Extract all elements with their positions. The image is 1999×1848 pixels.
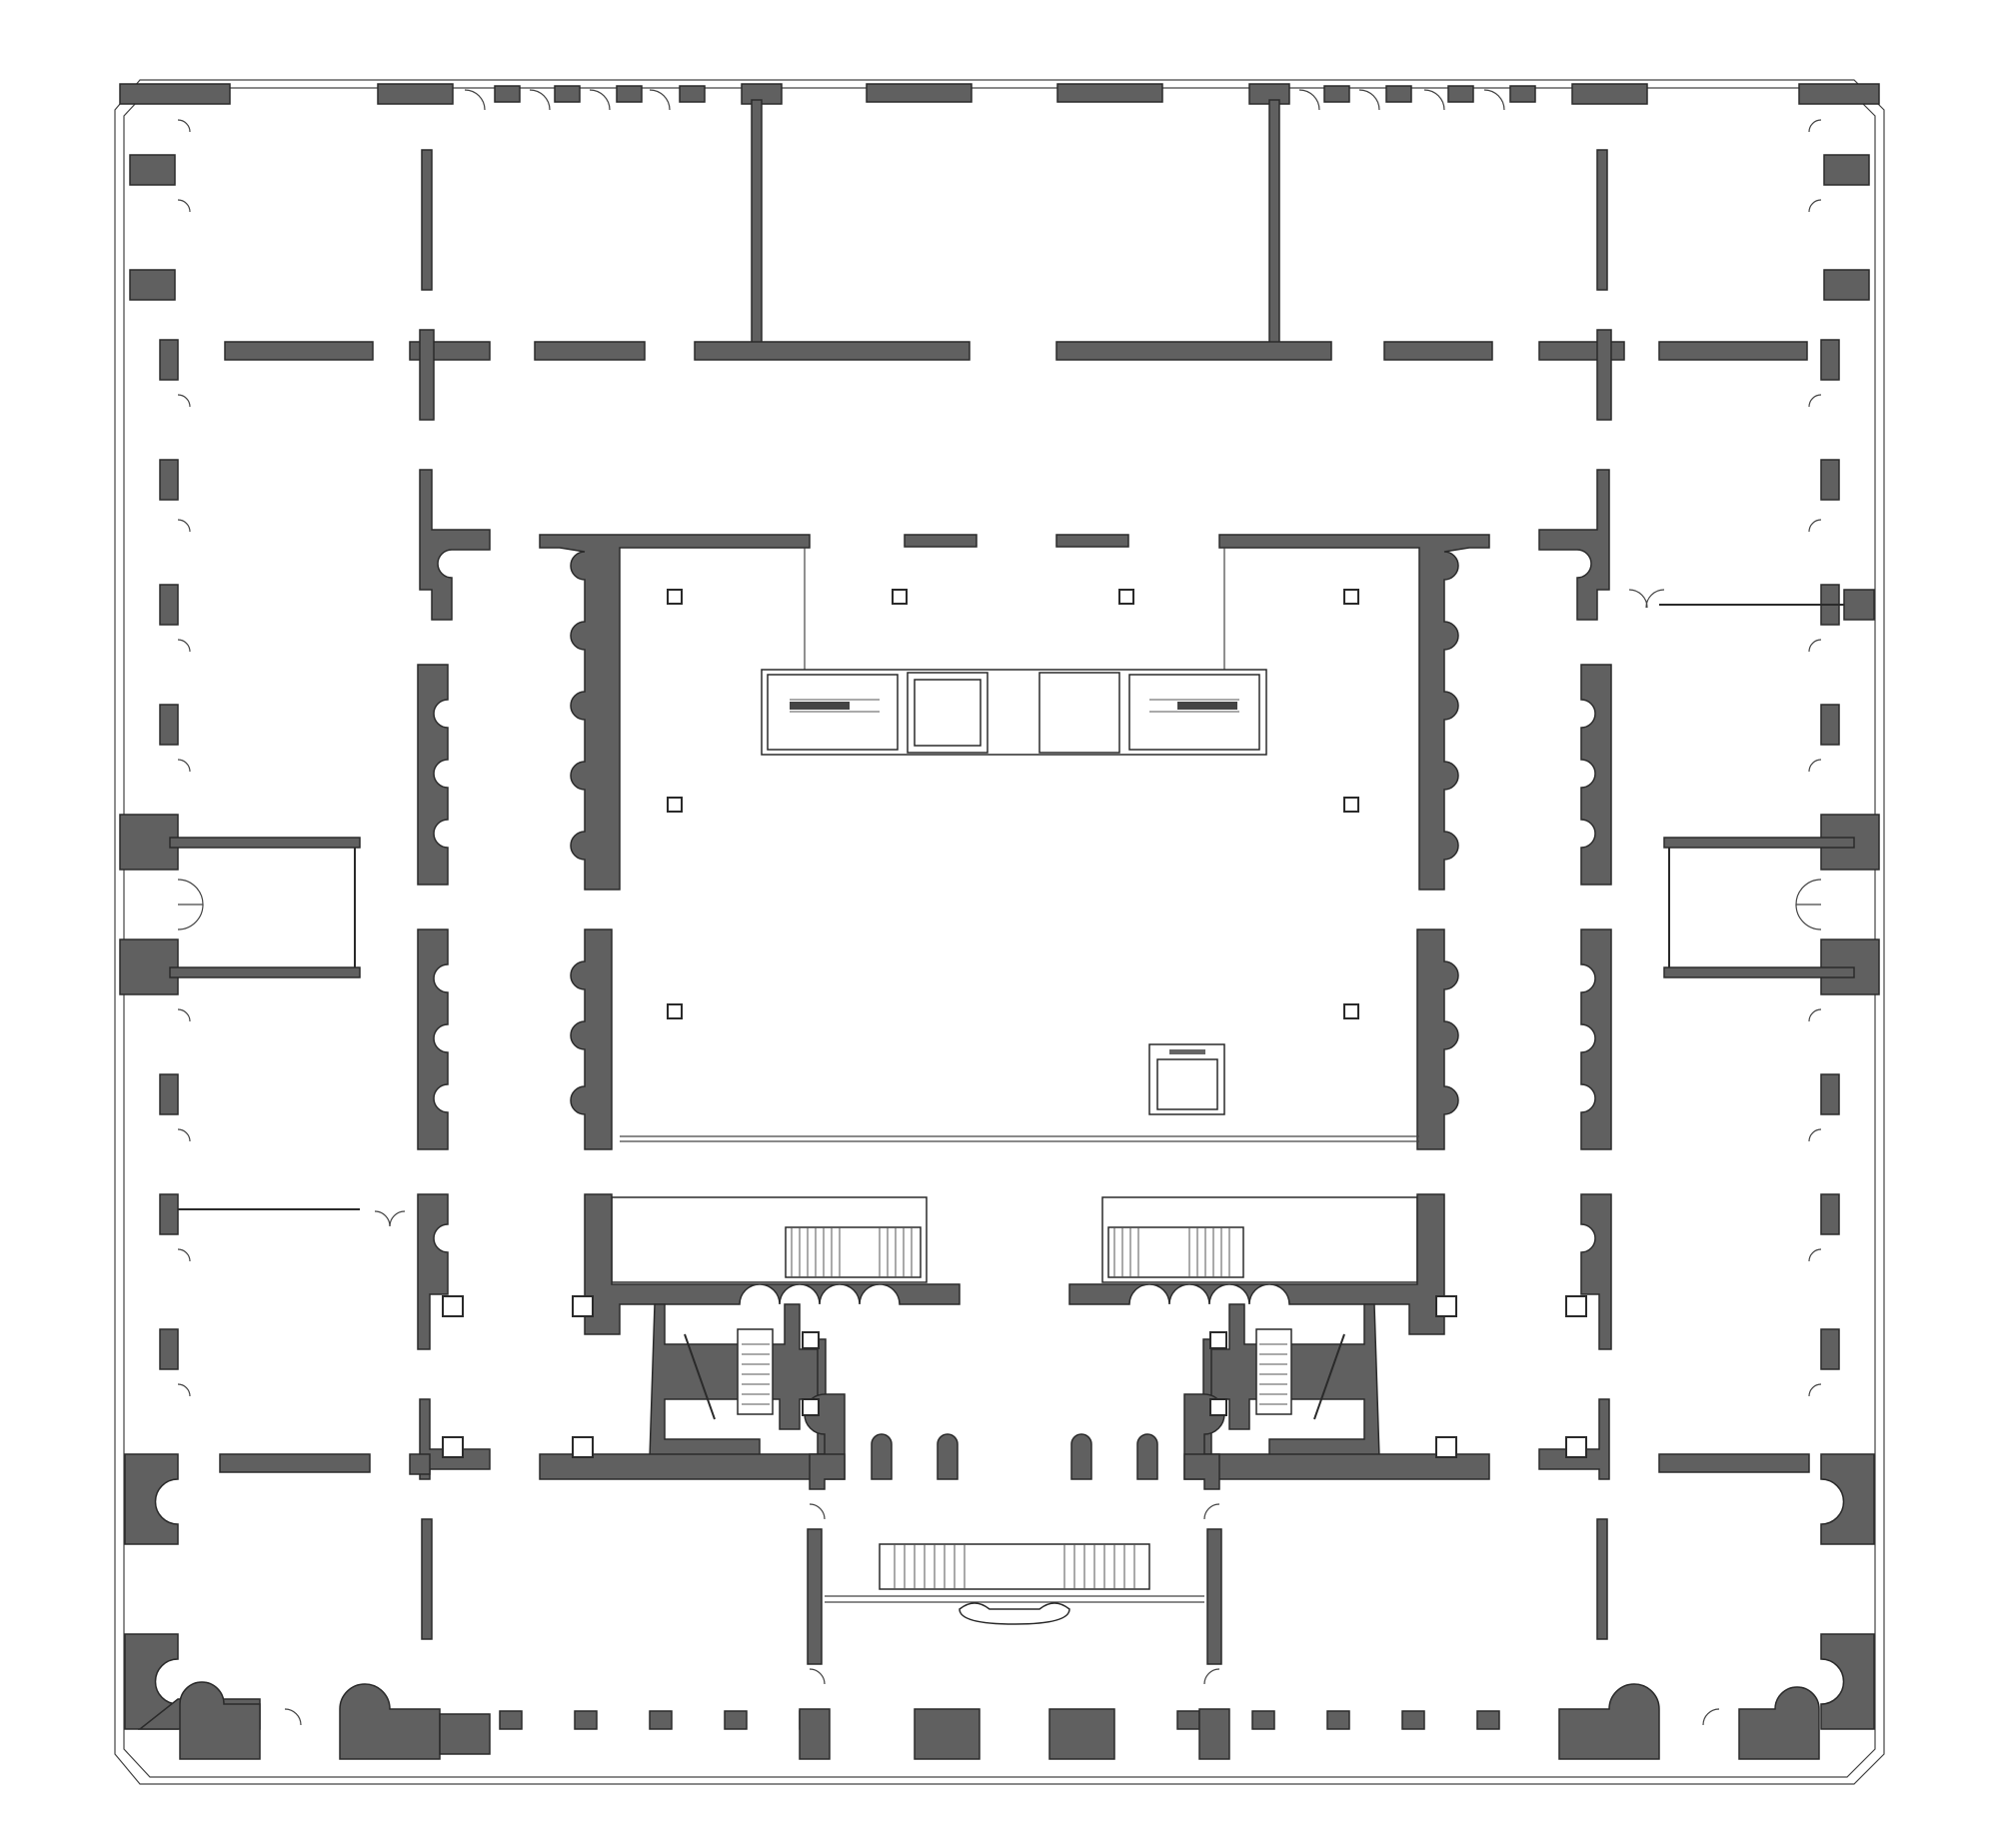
right-exterior-wall: [1820, 154, 1880, 1730]
lower-right-stair-hall: [1068, 1193, 1445, 1335]
entrance-walls: [799, 1453, 1230, 1760]
top-exterior-wall: [119, 83, 1880, 105]
courtyard-elevator: [1148, 1043, 1225, 1115]
courtyard-right-wall: [1218, 534, 1490, 1150]
courtyard-left-wall: [539, 534, 811, 1150]
column-icon: [1343, 1003, 1359, 1019]
lower-cross-walls: [219, 1453, 1810, 1473]
stairwell-columns: [442, 1295, 1587, 1458]
door-swings: [177, 89, 1822, 1726]
top-partitions: [224, 99, 1808, 421]
left-exterior-wall: [119, 154, 179, 1730]
column-icon: [667, 589, 683, 605]
side-vestibules: [169, 837, 1855, 978]
stairwell-left: [539, 1303, 846, 1480]
entrance-stair: [825, 1543, 1204, 1625]
exterior-outline: [114, 79, 1885, 1785]
courtyard-outline: [620, 548, 1419, 1142]
column-icon: [667, 1003, 683, 1019]
right-room-partition: [1659, 589, 1875, 621]
column-icon: [667, 797, 683, 813]
bottom-exterior-wall: [137, 1681, 1820, 1760]
lower-left-stair-hall: [584, 1193, 961, 1335]
column-icon: [892, 589, 908, 605]
right-corridor-piers: [1538, 469, 1612, 1640]
entrance-columns: [871, 1433, 1158, 1480]
left-corridor-piers: [409, 469, 491, 1640]
column-icon: [1118, 589, 1134, 605]
window-swings: [177, 119, 1822, 1397]
courtyard-top-walls: [904, 534, 1129, 548]
central-stair-elevator-block: [761, 669, 1267, 756]
column-icon: [1343, 797, 1359, 813]
stairwell-right: [1183, 1303, 1490, 1480]
column-icon: [1343, 589, 1359, 605]
